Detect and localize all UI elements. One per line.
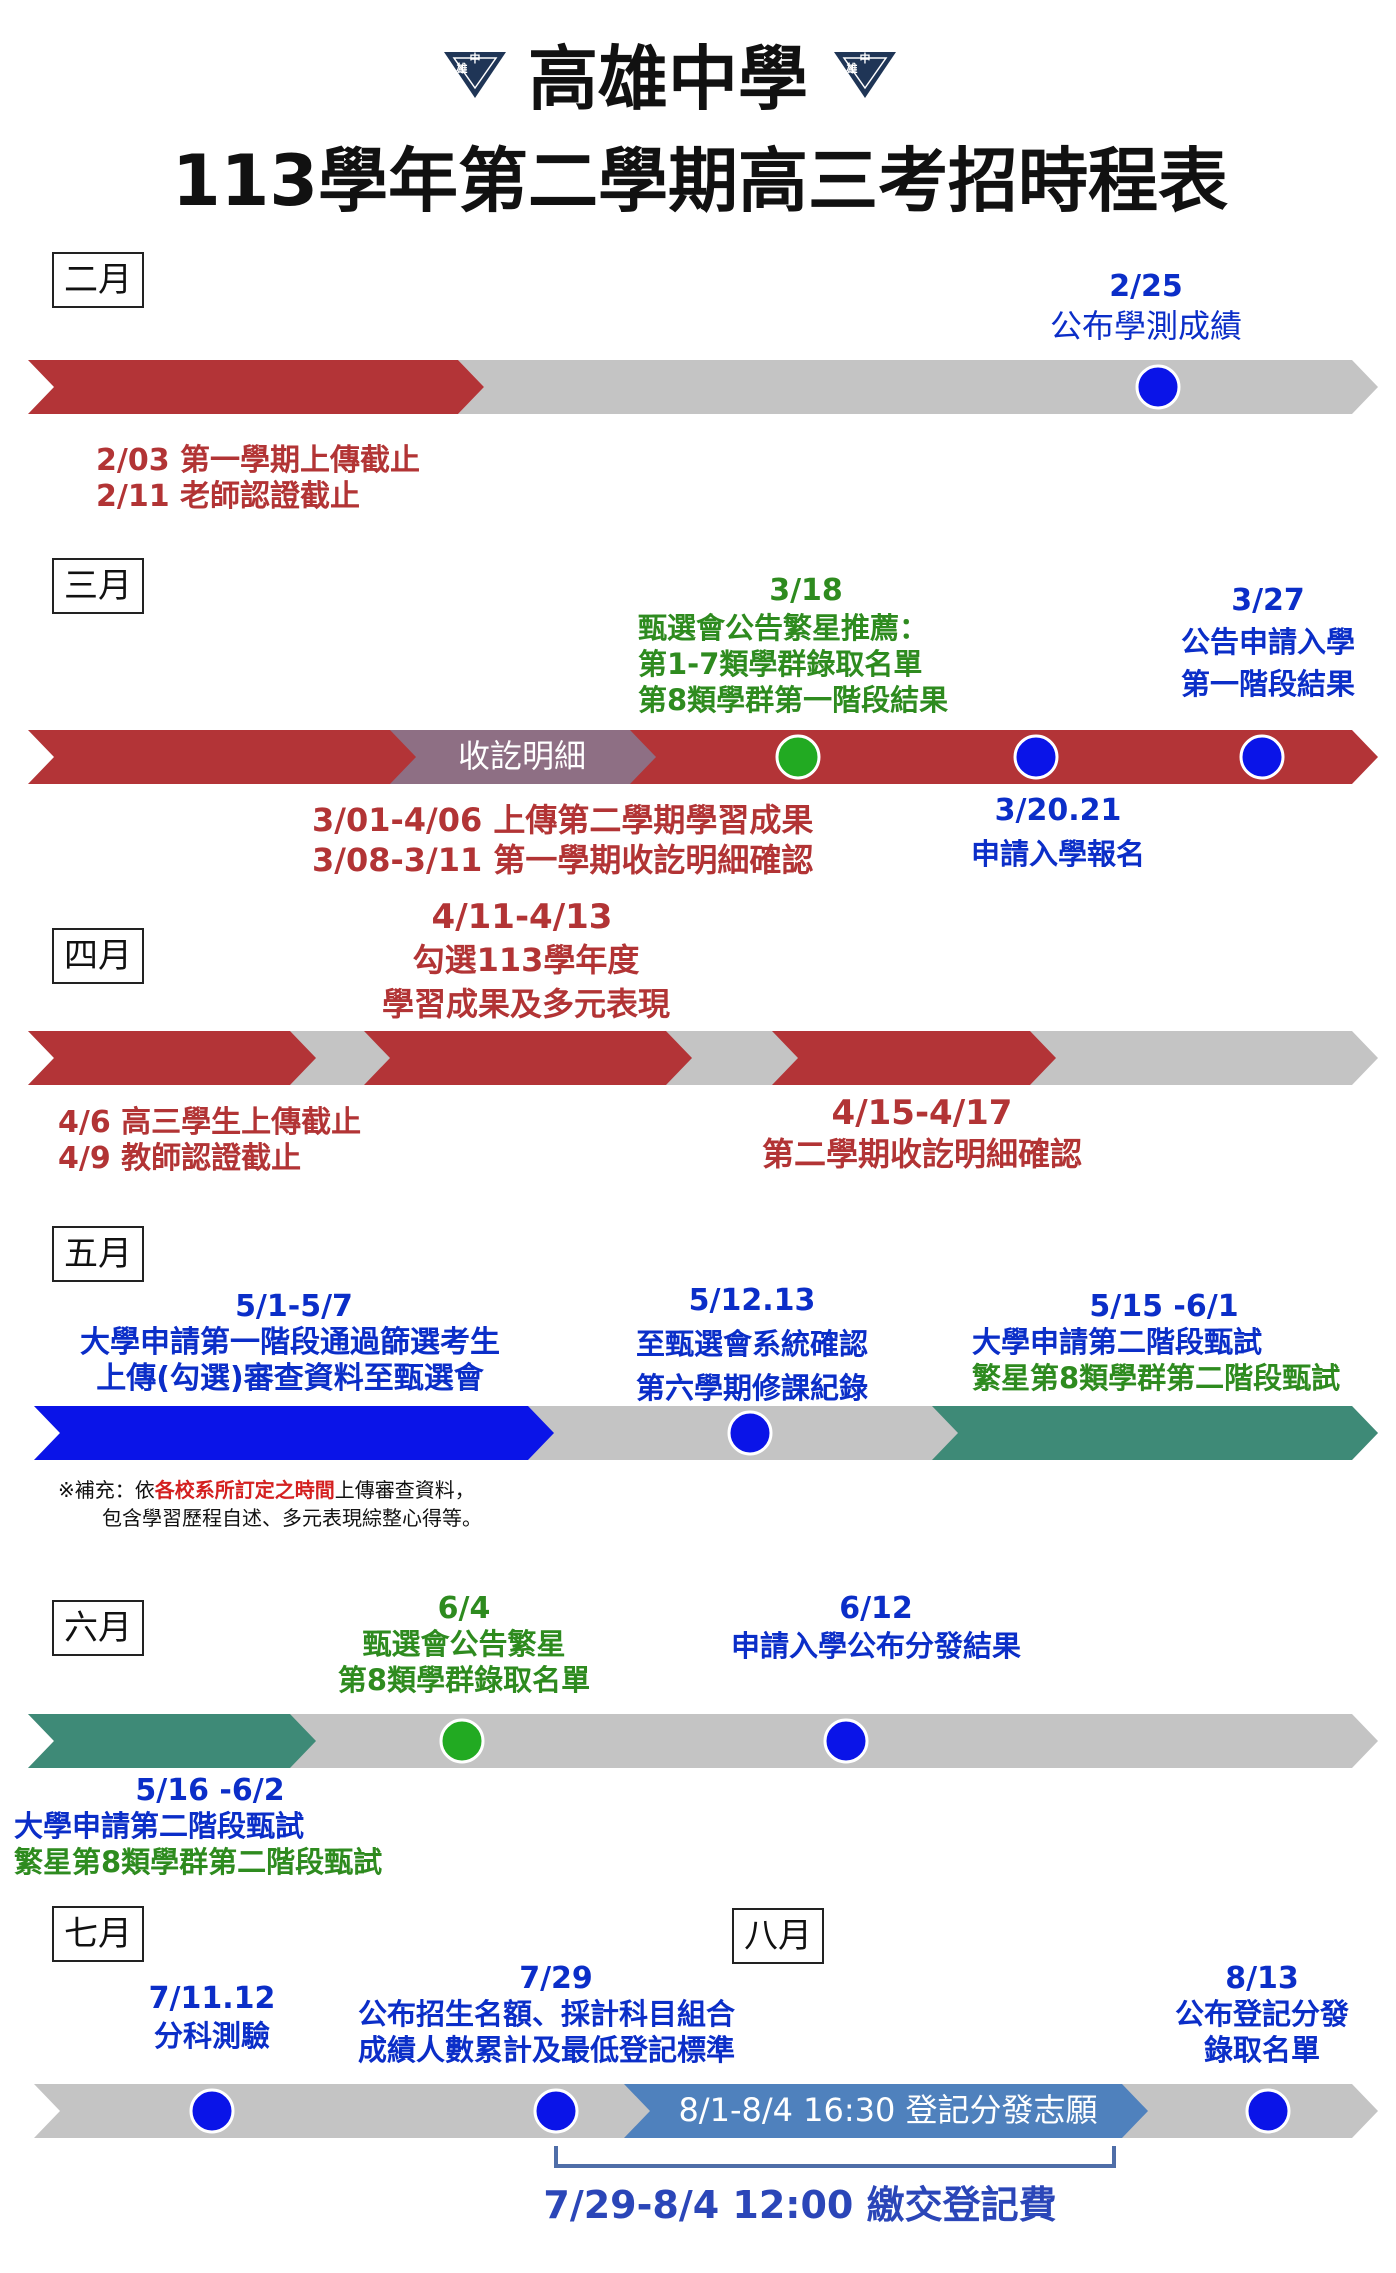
jun-bottom-line-2: 繁星第8類學群第二階段甄試 xyxy=(14,1845,383,1879)
jul-e2-line-1: 公布招生名額、採計科目組合 xyxy=(358,1997,736,2031)
jun-bottom-line-1: 大學申請第二階段甄試 xyxy=(14,1809,305,1843)
apr-right-date: 4/15-4/17 xyxy=(831,1093,1013,1133)
month-label-mar: 三月 xyxy=(52,558,144,614)
month-label-apr: 四月 xyxy=(52,928,144,984)
mar-note-1: 3/01-4/06 上傳第二學期學習成果 xyxy=(312,801,814,839)
may-teal-seg xyxy=(932,1406,1378,1460)
may-note-highlight: 各校系所訂定之時間 xyxy=(154,1478,335,1502)
apr-red-seg-2 xyxy=(364,1031,692,1085)
apr-note-2: 4/9 教師認證截止 xyxy=(58,1141,302,1176)
mar-320-dot xyxy=(1013,734,1059,780)
may-512-dot xyxy=(727,1410,773,1456)
aug-e3-line-2: 錄取名單 xyxy=(1203,2033,1321,2067)
feb-gray-arrow xyxy=(458,360,1378,414)
jul-e2-date: 7/29 xyxy=(519,1961,593,1996)
may-note-suffix: 上傳審查資料， xyxy=(334,1478,475,1502)
apr-red-seg-3 xyxy=(772,1031,1056,1085)
jun-612-dot xyxy=(823,1718,869,1764)
mar-318-line-1: 甄選會公告繁星推薦： xyxy=(638,611,929,645)
logo-left-text-left: 雄 xyxy=(456,62,468,75)
aug-steel-seg xyxy=(624,2084,1148,2138)
jun-gray-arrow xyxy=(28,1714,1378,1768)
mar-note-2: 3/08-3/11 第一學期收訖明細確認 xyxy=(312,841,814,879)
mar-327-line-2: 第一階段結果 xyxy=(1180,667,1356,701)
mar-318-dot xyxy=(775,734,821,780)
logo-left-text-top: 中 xyxy=(469,52,481,65)
may-e2-date: 5/12.13 xyxy=(688,1283,816,1318)
aug-e3-line-1: 公布登記分發 xyxy=(1174,1997,1350,2031)
may-e2-line-1: 至甄選會系統確認 xyxy=(635,1327,869,1361)
month-label-feb: 二月 xyxy=(52,252,144,308)
jun-e1-line-1: 甄選會公告繁星 xyxy=(362,1627,566,1661)
aug-bar-label: 8/1-8/4 16:30 登記分發志願 xyxy=(678,2091,1098,2129)
mar-320-date: 3/20.21 xyxy=(994,793,1122,828)
may-e1-line-2: 上傳(勾選)審查資料至甄選會 xyxy=(96,1361,484,1396)
mar-purple-segment xyxy=(390,730,656,784)
logo-left-icon xyxy=(444,52,506,98)
page-title: 113學年第二學期高三考招時程表 xyxy=(171,140,1229,222)
jul-711-dot xyxy=(189,2088,235,2134)
month-label-jun: 六月 xyxy=(52,1600,144,1656)
feb-note-2: 2/11 老師認證截止 xyxy=(96,479,361,514)
logo-right-text-left: 雄 xyxy=(846,62,858,75)
jun-teal-seg xyxy=(28,1714,316,1768)
apr-top-date: 4/11-4/13 xyxy=(431,897,613,937)
jun-bottom-date: 5/16 -6/2 xyxy=(135,1773,285,1808)
month-label-aug: 八月 xyxy=(732,1908,824,1964)
feb-event-dot xyxy=(1135,364,1181,410)
apr-red-seg-1 xyxy=(28,1031,316,1085)
mar-327-line-1: 公告申請入學 xyxy=(1180,625,1356,659)
apr-right-text: 第二學期收訖明細確認 xyxy=(761,1135,1083,1173)
mar-bar-label: 收訖明細 xyxy=(457,737,587,775)
mar-327-date: 3/27 xyxy=(1231,583,1305,618)
mar-320-text: 申請入學報名 xyxy=(970,837,1146,871)
apr-note-1: 4/6 高三學生上傳截止 xyxy=(58,1105,362,1140)
aug-813-dot xyxy=(1245,2088,1291,2134)
may-e3-line-2: 繁星第8類學群第二階段甄試 xyxy=(972,1361,1341,1395)
mar-318-line-3: 第8類學群第一階段結果 xyxy=(638,683,949,717)
jul-e1-text: 分科測驗 xyxy=(153,2019,271,2053)
school-name: 高雄中學 xyxy=(528,38,808,120)
may-e3-line-1: 大學申請第二階段甄試 xyxy=(972,1325,1263,1359)
fee-bracket xyxy=(554,2146,1116,2168)
apr-top-line-2: 學習成果及多元表現 xyxy=(381,985,671,1023)
feb-note-1: 2/03 第一學期上傳截止 xyxy=(96,443,421,478)
may-e3-date: 5/15 -6/1 xyxy=(1089,1289,1239,1324)
may-blue-seg xyxy=(34,1406,554,1460)
jun-e1-date: 6/4 xyxy=(437,1591,491,1626)
may-e1-line-1: 大學申請第一階段通過篩選考生 xyxy=(80,1325,500,1360)
mar-318-line-2: 第1-7類學群錄取名單 xyxy=(638,647,923,681)
jul-e2-line-2: 成績人數累計及最低登記標準 xyxy=(358,2033,736,2067)
feb-event-date: 2/25 xyxy=(1109,269,1183,304)
mar-318-date: 3/18 xyxy=(769,573,843,608)
jun-64-dot xyxy=(439,1718,485,1764)
month-label-may: 五月 xyxy=(52,1226,144,1282)
jun-e2-text: 申請入學公布分發結果 xyxy=(730,1629,1022,1663)
jul-e1-date: 7/11.12 xyxy=(148,1981,276,2016)
jul-729-dot xyxy=(533,2088,579,2134)
feb-red-arrow xyxy=(28,360,484,414)
may-e1-date: 5/1-5/7 xyxy=(235,1289,353,1324)
jun-e2-date: 6/12 xyxy=(839,1591,913,1626)
apr-top-line-1: 勾選113學年度 xyxy=(412,941,640,979)
mar-327-dot xyxy=(1239,734,1285,780)
mar-red-arrow xyxy=(28,730,1378,784)
may-note-line-1: ※補充：依各校系所訂定之時間上傳審查資料， xyxy=(58,1478,475,1503)
may-note-line-2: 包含學習歷程自述、多元表現綜整心得等。 xyxy=(102,1506,482,1530)
aug-e3-date: 8/13 xyxy=(1225,1961,1299,1996)
may-note-prefix: ※補充：依 xyxy=(58,1478,155,1502)
may-e2-line-2: 第六學期修課紀錄 xyxy=(635,1371,869,1405)
fee-text: 7/29-8/4 12:00 繳交登記費 xyxy=(543,2183,1057,2227)
logo-right-icon xyxy=(834,52,896,98)
logo-right-text-top: 中 xyxy=(859,52,871,65)
feb-event-text: 公布學測成績 xyxy=(1049,307,1243,345)
month-label-jul: 七月 xyxy=(52,1906,144,1962)
jun-e1-line-2: 第8類學群錄取名單 xyxy=(337,1663,591,1697)
